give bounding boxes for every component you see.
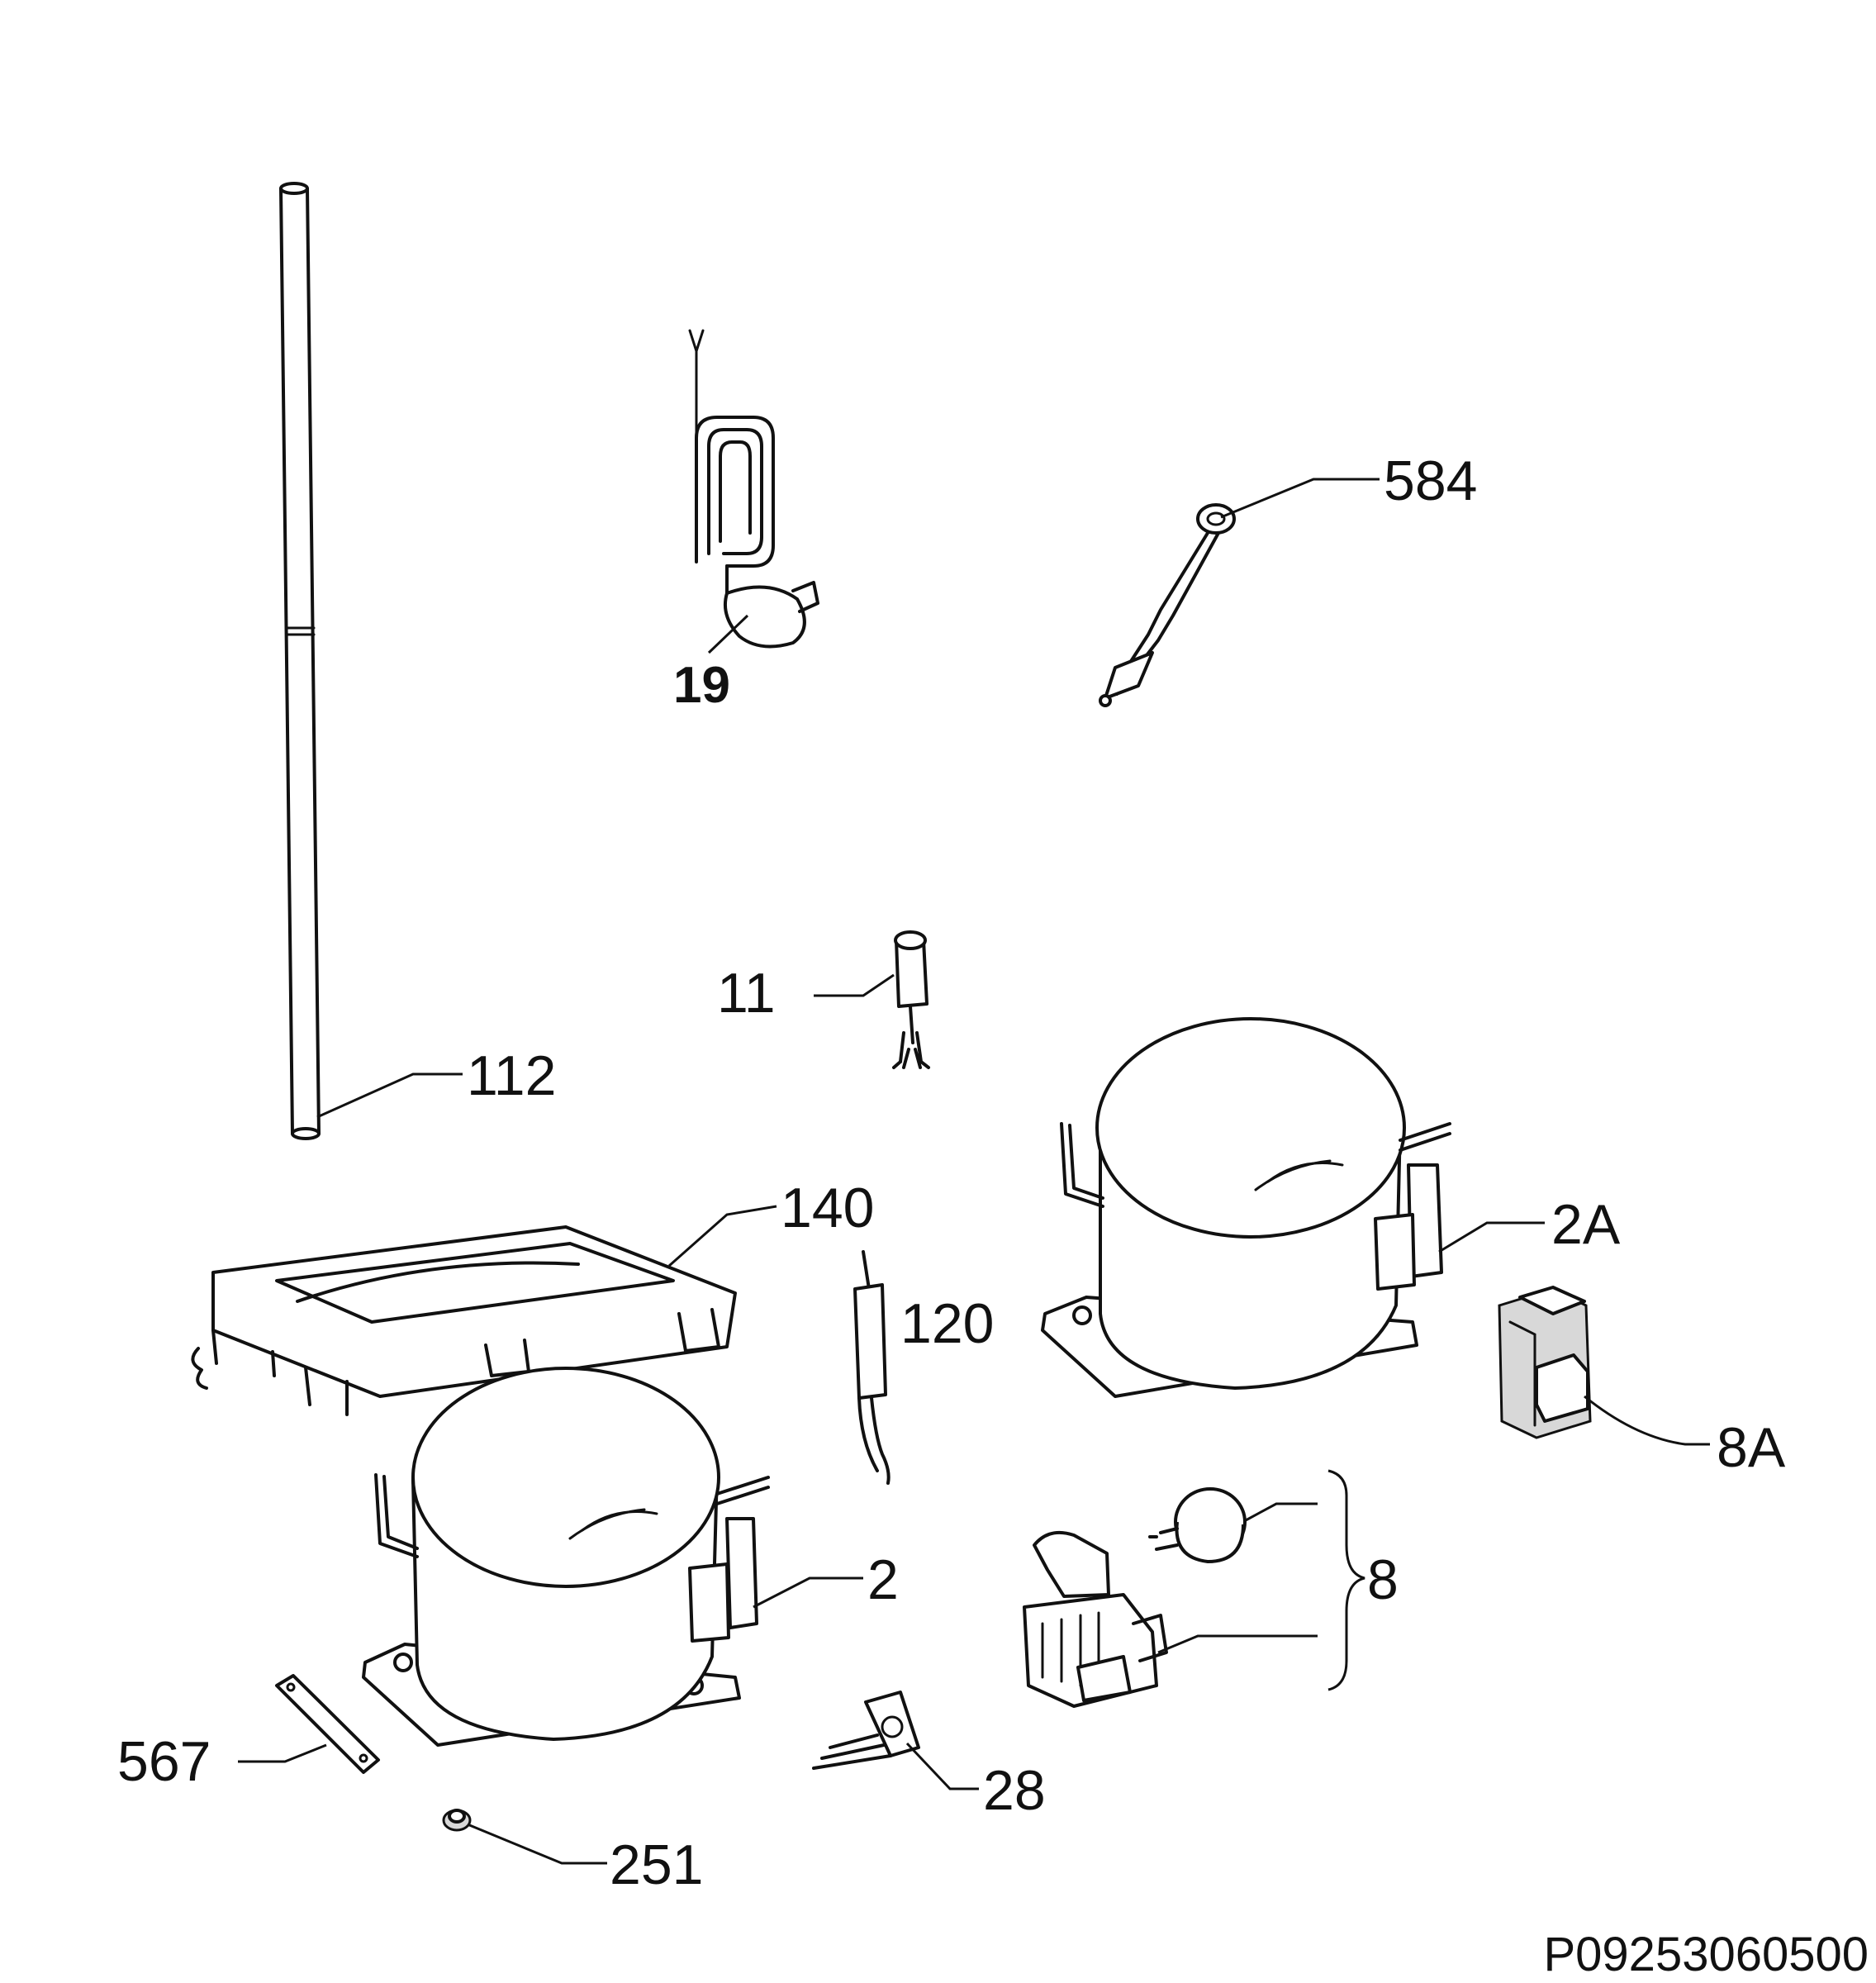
- callout-567: 567: [117, 1730, 211, 1793]
- plate-567: [238, 1674, 380, 1774]
- callout-584: 584: [1384, 449, 1477, 512]
- compressor-2a: [1041, 1017, 1545, 1398]
- callout-8: 8: [1367, 1548, 1399, 1611]
- sensor-584: [1099, 478, 1380, 707]
- frame-140: [191, 1205, 777, 1416]
- callout-8a: 8A: [1717, 1416, 1786, 1479]
- callout-140: 140: [781, 1177, 874, 1239]
- callout-11: 11: [717, 962, 776, 1025]
- callout-120: 120: [900, 1292, 994, 1355]
- callout-112: 112: [467, 1044, 556, 1107]
- callout-28: 28: [983, 1759, 1046, 1822]
- clip-28: [812, 1691, 979, 1790]
- compressor-2: [362, 1367, 863, 1747]
- capillary-120: [853, 1250, 891, 1485]
- drier-11: [814, 930, 930, 1069]
- nut-251: [442, 1809, 607, 1865]
- callout-19: 19: [673, 657, 730, 714]
- coil-19: [688, 329, 819, 654]
- tube-112: [279, 182, 463, 1140]
- callout-2a: 2A: [1551, 1193, 1621, 1256]
- callout-2: 2: [867, 1548, 899, 1611]
- reference-code: P09253060500: [1543, 1928, 1869, 1981]
- relay-8a: [1498, 1286, 1710, 1446]
- starter-8: [1023, 1469, 1365, 1708]
- callout-251: 251: [610, 1833, 703, 1896]
